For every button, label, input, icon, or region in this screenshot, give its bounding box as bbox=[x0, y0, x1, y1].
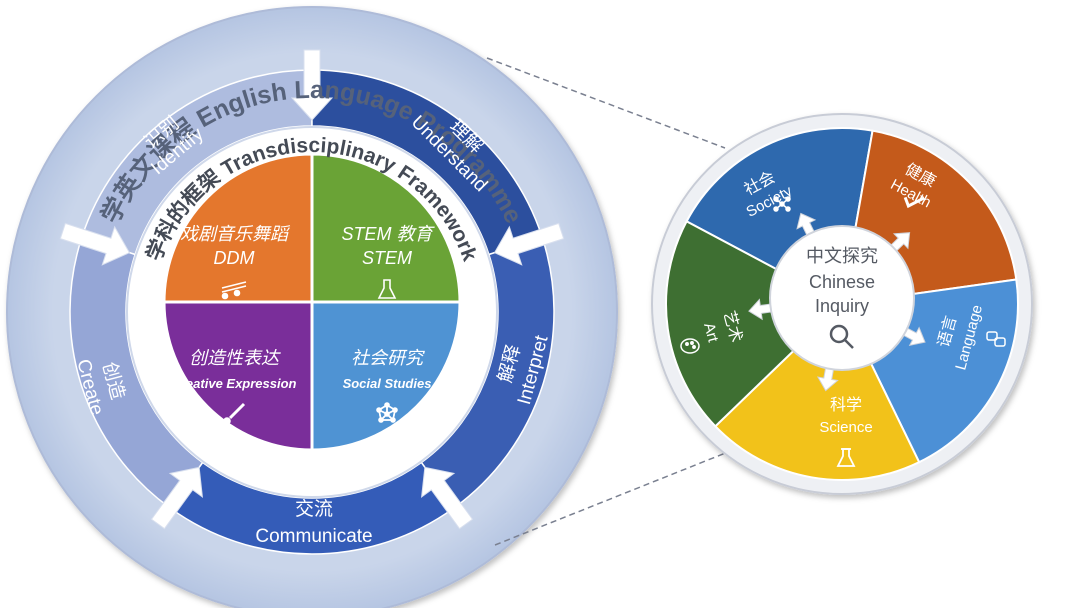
sector-science-zh: 科学 bbox=[830, 396, 862, 414]
quadrant-ddm bbox=[162, 152, 314, 304]
music-notes-icon bbox=[221, 281, 247, 300]
connector-top bbox=[486, 57, 726, 149]
sector-science-en: Science bbox=[819, 419, 872, 436]
network-icon bbox=[376, 402, 398, 423]
network-icon bbox=[773, 196, 791, 212]
paintbrush-icon bbox=[223, 402, 246, 425]
process-arrow-icon bbox=[150, 466, 204, 530]
magnifier-icon bbox=[829, 324, 854, 349]
quadrant-social-zh: 社会研究 bbox=[351, 348, 425, 368]
sector-science-wedge bbox=[713, 302, 921, 481]
quadrant-social-en: Social Studies bbox=[343, 376, 432, 391]
process-arrow-icon bbox=[420, 466, 474, 530]
sector-art-wedge bbox=[665, 220, 844, 428]
quadrant-stem bbox=[310, 152, 462, 304]
sector-science: 科学 Science bbox=[819, 396, 872, 436]
palette-icon bbox=[680, 338, 700, 354]
process-arrow-icon bbox=[493, 222, 565, 266]
speech-bubbles-icon bbox=[986, 331, 1006, 347]
process-arrow-icon bbox=[59, 222, 131, 266]
quadrant-ddm-zh: 戏剧音乐舞蹈 bbox=[180, 224, 291, 244]
chinese-inquiry-diagram: 中文探究 Chinese Inquiry 社会 Society 健康 Healt… bbox=[651, 113, 1033, 495]
inquiry-center bbox=[769, 225, 915, 371]
quadrant-creative bbox=[162, 300, 314, 452]
quadrant-stem-zh: STEM 教育 bbox=[341, 224, 435, 244]
ell-diagram: 戏剧音乐舞蹈 DDM STEM 教育 STEM 创造性表达 Creative Expres… bbox=[6, 6, 618, 608]
flask-icon bbox=[836, 448, 856, 467]
stage-communicate-en: Communicate bbox=[255, 526, 372, 547]
quadrant-social bbox=[310, 300, 462, 452]
stage-communicate-zh: 交流 bbox=[295, 498, 333, 520]
inquiry-center-zh: 中文探究 bbox=[806, 246, 878, 266]
flask-icon bbox=[377, 279, 397, 299]
quadrant-creative-en: Creative Expression bbox=[171, 376, 296, 391]
stage-communicate: 交流 Communicate bbox=[255, 498, 372, 547]
inquiry-center-en-line2: Inquiry bbox=[815, 296, 869, 316]
connector-bottom bbox=[494, 451, 729, 546]
quadrant-creative-zh: 创造性表达 bbox=[189, 348, 281, 368]
sector-art-en: Art bbox=[700, 321, 722, 345]
inquiry-center-en-line1: Chinese bbox=[809, 272, 875, 292]
process-arrow-icon bbox=[290, 49, 334, 121]
check-icon bbox=[903, 196, 925, 209]
quadrant-stem-en: STEM bbox=[362, 248, 412, 268]
quadrant-ddm-en: DDM bbox=[214, 248, 255, 268]
